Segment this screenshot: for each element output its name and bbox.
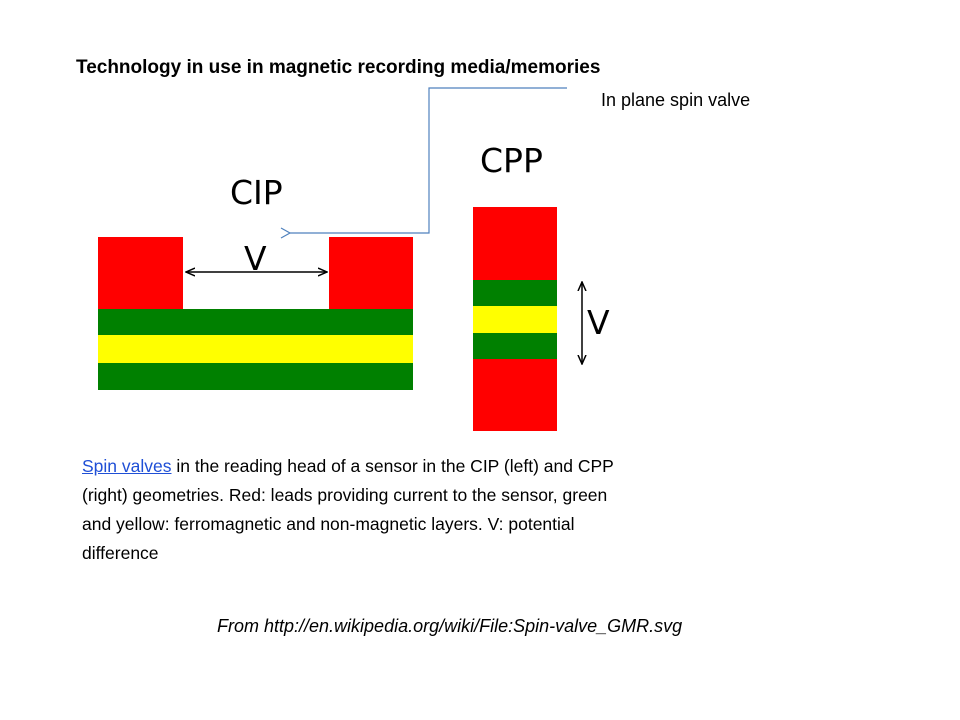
caption-text: in the reading head of a sensor in the C… <box>82 456 614 563</box>
cpp-ferromagnetic-layer-top <box>473 280 557 306</box>
spin-valves-link[interactable]: Spin valves <box>82 456 172 476</box>
cpp-ferromagnetic-layer-bottom <box>473 333 557 359</box>
cpp-non-magnetic-layer <box>473 306 557 333</box>
cip-ferromagnetic-layer-bottom <box>98 363 413 390</box>
cip-label: CIP <box>230 173 283 212</box>
cpp-top-lead <box>473 207 557 280</box>
cip-geometry: CIP V <box>98 173 413 390</box>
cpp-voltage-label: V <box>587 303 610 342</box>
figure-caption: Spin valves in the reading head of a sen… <box>82 452 630 568</box>
cip-ferromagnetic-layer-top <box>98 309 413 335</box>
source-attribution: From http://en.wikipedia.org/wiki/File:S… <box>217 616 683 636</box>
cpp-geometry: CPP V <box>473 141 610 431</box>
cip-voltage-label: V <box>244 239 267 278</box>
callout-label: In plane spin valve <box>601 90 751 110</box>
cip-left-lead <box>98 237 183 309</box>
slide-title: Technology in use in magnetic recording … <box>76 57 601 78</box>
cip-right-lead <box>329 237 413 309</box>
cpp-label: CPP <box>480 141 543 180</box>
cpp-bottom-lead <box>473 359 557 431</box>
cip-non-magnetic-layer <box>98 335 413 363</box>
callout-connector <box>290 87 567 233</box>
